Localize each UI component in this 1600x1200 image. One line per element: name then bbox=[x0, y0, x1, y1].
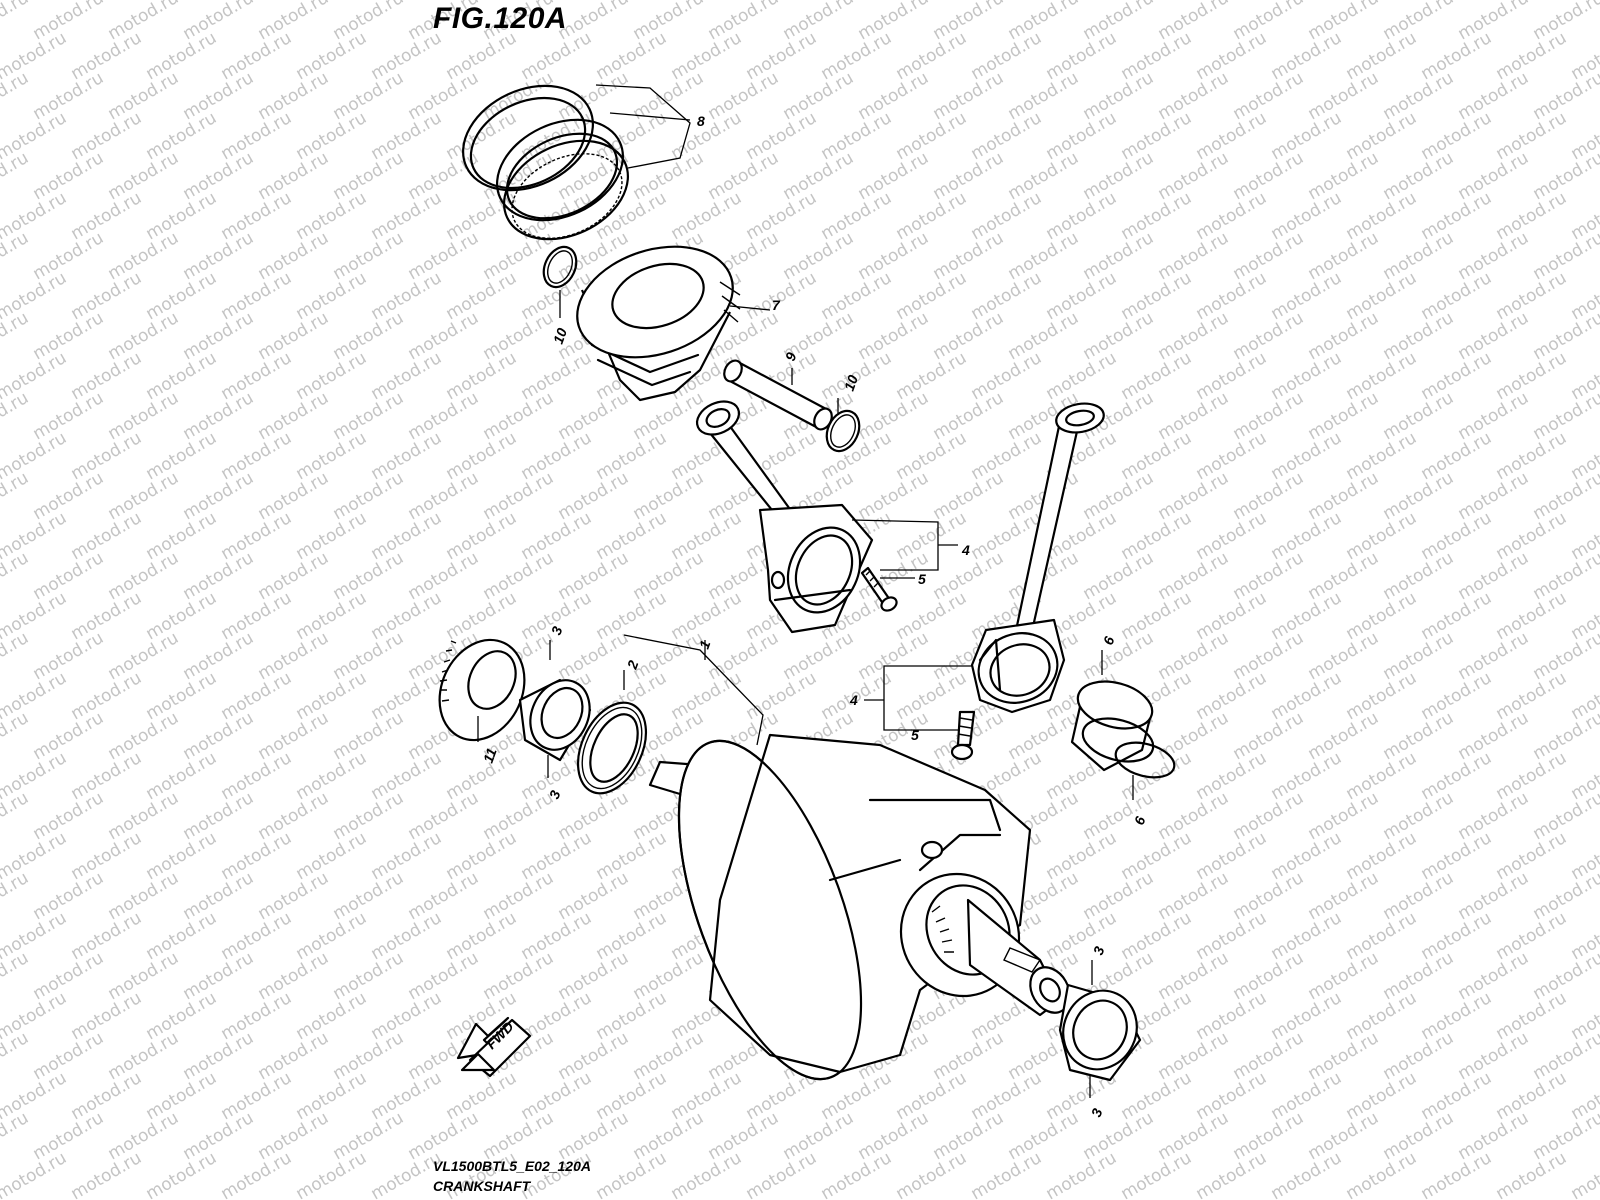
callout-6-lower: 6 bbox=[1131, 814, 1149, 827]
callout-5-lower: 5 bbox=[911, 727, 919, 743]
piston-pin-circlip-part-10[interactable] bbox=[538, 242, 583, 293]
callout-10-right: 10 bbox=[841, 373, 861, 393]
callout-4-upper: 4 bbox=[961, 542, 970, 558]
crank-pin-bearing-part-6[interactable] bbox=[1070, 674, 1178, 783]
callout-6-upper: 6 bbox=[1100, 634, 1118, 647]
connecting-rod-part-4-left[interactable] bbox=[692, 395, 874, 634]
fwd-direction-arrow-icon: FWD bbox=[456, 1016, 532, 1078]
callout-3-lower-left: 3 bbox=[546, 788, 564, 801]
callout-11: 11 bbox=[480, 746, 500, 765]
thrust-washer-part-2[interactable] bbox=[565, 692, 660, 804]
crankshaft-part-1[interactable] bbox=[641, 718, 1077, 1102]
crankshaft-gear-part-11[interactable] bbox=[424, 626, 540, 754]
callout-4-lower: 4 bbox=[849, 692, 858, 708]
connecting-rod-bolt-part-5-right[interactable] bbox=[950, 710, 976, 761]
leader-lines bbox=[477, 84, 1134, 1098]
callout-9: 9 bbox=[782, 350, 800, 363]
callout-7: 7 bbox=[772, 297, 781, 313]
callout-3-lower-right: 3 bbox=[1088, 1106, 1106, 1119]
figure-title: FIG.120A bbox=[433, 2, 568, 35]
drawing-code: VL1500BTL5_E02_120A bbox=[433, 1158, 591, 1174]
piston-part-7[interactable] bbox=[563, 228, 747, 402]
connecting-rod-part-4-right[interactable] bbox=[969, 400, 1106, 714]
piston-pin-part-9[interactable] bbox=[721, 358, 835, 433]
piston-rings-part-8[interactable] bbox=[446, 66, 644, 258]
callout-3-upper-right: 3 bbox=[1090, 944, 1108, 957]
callout-8: 8 bbox=[697, 113, 705, 129]
assembly-name: CRANKSHAFT bbox=[433, 1178, 531, 1194]
crankshaft-main-bearing-part-3-left[interactable] bbox=[518, 671, 600, 762]
crankshaft-main-bearing-part-3-right[interactable] bbox=[1050, 979, 1149, 1082]
callout-5-upper: 5 bbox=[918, 571, 926, 587]
callout-3-upper-left: 3 bbox=[548, 624, 566, 637]
callout-10-left: 10 bbox=[550, 326, 570, 346]
callout-2: 2 bbox=[623, 658, 641, 672]
connecting-rod-bolt-part-5-left[interactable] bbox=[860, 566, 899, 613]
